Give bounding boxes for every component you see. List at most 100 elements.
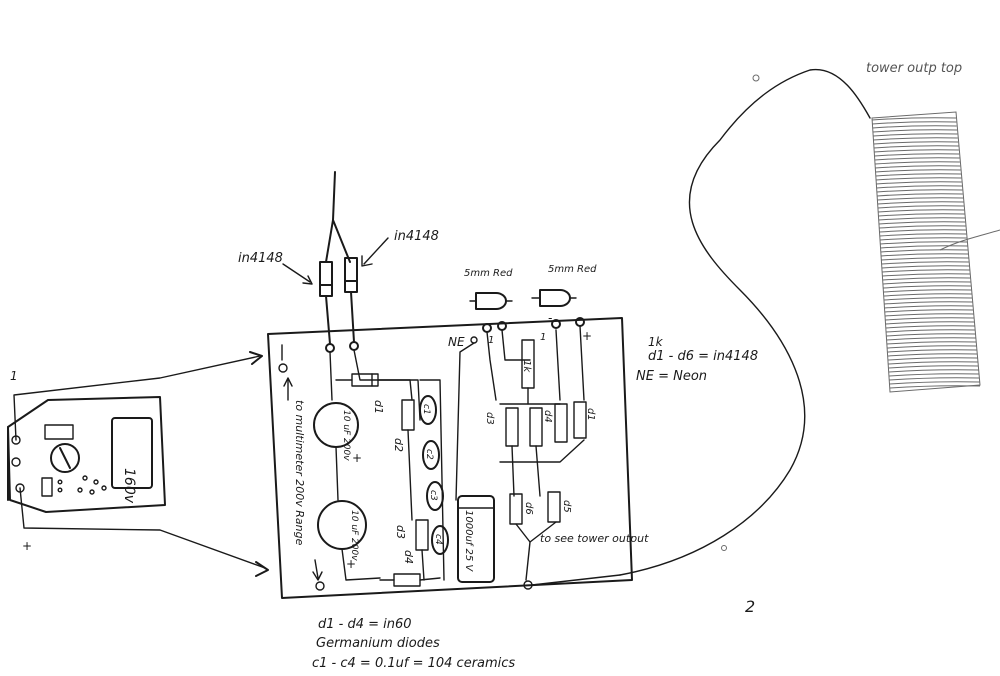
led1-pin-one: 1	[488, 335, 494, 346]
coil-winding	[876, 185, 963, 189]
coil-winding	[889, 377, 980, 381]
led2-pin-minus: -	[548, 311, 552, 325]
coil-winding	[872, 125, 957, 129]
diode-right	[344, 257, 358, 293]
page-number: 2	[745, 597, 755, 616]
coil-winding	[877, 205, 964, 209]
note-bottom-1: d1 - d4 = in60	[318, 617, 412, 632]
note-1k: 1k	[648, 335, 664, 349]
coil-winding	[878, 217, 966, 221]
label-right-d4: d4	[542, 410, 553, 423]
tesla-coil-tower	[871, 111, 1000, 393]
coil-winding	[877, 201, 964, 205]
coil-winding	[879, 225, 966, 229]
capacitor-c2	[422, 440, 440, 470]
coil-winding	[881, 261, 969, 265]
label-d5: d5	[561, 500, 572, 513]
label-diode-right: in4148	[394, 229, 439, 244]
label-big-cap: 1000uf 25 V	[463, 510, 474, 572]
diode-d2-right	[554, 403, 568, 443]
coil-winding	[878, 213, 965, 217]
label-c4: c4	[433, 534, 443, 545]
diode-d5	[547, 491, 561, 523]
coil-winding	[886, 337, 976, 341]
coil-winding	[880, 237, 967, 241]
coil-winding	[879, 233, 967, 237]
coil-winding	[884, 297, 973, 301]
note-diodes: d1 - d6 = in4148	[648, 349, 758, 364]
coil-winding	[889, 385, 981, 389]
coil-winding	[875, 165, 961, 169]
label-led1: 5mm Red	[464, 268, 513, 279]
coil-winding	[889, 373, 979, 377]
label-diode-left: in4148	[238, 251, 283, 266]
label-tower-out-1: to see tower output	[540, 532, 649, 545]
cap2-plus: +	[346, 557, 356, 571]
coil-winding	[881, 265, 970, 269]
label-led2: 5mm Red	[548, 264, 597, 275]
label-r1k: 1k	[521, 360, 532, 373]
coil-winding	[885, 313, 974, 317]
label-multimeter: to multimeter 200v Range	[293, 400, 306, 546]
coil-winding	[880, 245, 968, 249]
coil-winding	[889, 381, 980, 385]
coil-winding	[878, 221, 966, 225]
coil-winding	[873, 137, 958, 141]
coil-winding	[872, 129, 958, 133]
coil-winding	[875, 169, 961, 173]
coil-winding	[886, 329, 976, 333]
diode-left	[319, 261, 333, 297]
coil-winding	[873, 133, 958, 137]
coil-winding	[882, 281, 971, 285]
coil-winding	[881, 257, 969, 261]
coil-winding	[876, 181, 962, 185]
coil-winding	[881, 253, 969, 257]
coil-winding	[874, 157, 960, 161]
label-c1: c1	[421, 404, 431, 415]
coil-winding	[888, 365, 979, 369]
note-bottom-3: c1 - c4 = 0.1uf = 104 ceramics	[312, 656, 515, 671]
coil-winding	[885, 325, 975, 329]
coil-winding	[884, 309, 974, 313]
coil-winding	[883, 293, 972, 297]
coil-winding	[887, 349, 977, 353]
led2-pin-one: 1	[540, 332, 546, 343]
label-d4: d4	[402, 550, 415, 564]
coil-winding	[888, 369, 979, 373]
coil-winding	[880, 249, 968, 253]
label-d1: d1	[372, 400, 385, 414]
coil-winding	[887, 353, 978, 357]
lead-label-plus: +	[22, 539, 32, 553]
label-right-d3: d3	[484, 412, 495, 425]
coil-winding	[885, 321, 975, 325]
led2-pin-plus: +	[582, 329, 592, 343]
diode-d2	[401, 399, 415, 431]
coil-winding	[875, 177, 962, 181]
label-c2: c2	[424, 449, 434, 460]
coil-winding	[886, 341, 977, 345]
coil-winding	[874, 153, 960, 157]
label-c3: c3	[428, 490, 438, 501]
diode-d1-right	[573, 401, 587, 439]
label-neon: NE	[448, 335, 465, 349]
led-5mm-red-2	[539, 289, 571, 307]
coil-winding	[884, 305, 973, 309]
label-right-d1: d1	[585, 408, 596, 421]
coil-winding	[884, 301, 973, 305]
label-cap1: 10 uF 200v	[341, 410, 351, 461]
label-tower-top: tower outp top	[866, 61, 962, 76]
coil-winding	[877, 197, 964, 201]
coil-winding	[876, 189, 963, 193]
coil-winding	[871, 117, 957, 121]
diode-d4-right	[529, 407, 543, 447]
capacitor-1000uf	[457, 495, 495, 583]
coil-winding	[883, 285, 972, 289]
label-d2: d2	[392, 438, 405, 452]
multimeter: 160v	[7, 396, 166, 513]
circuit-board	[267, 317, 633, 599]
label-cap2: 10 uF 200v	[349, 510, 359, 561]
meter-display-text: 160v	[121, 468, 137, 504]
coil-winding	[882, 273, 971, 277]
note-bottom-2: Germanium diodes	[316, 636, 440, 651]
